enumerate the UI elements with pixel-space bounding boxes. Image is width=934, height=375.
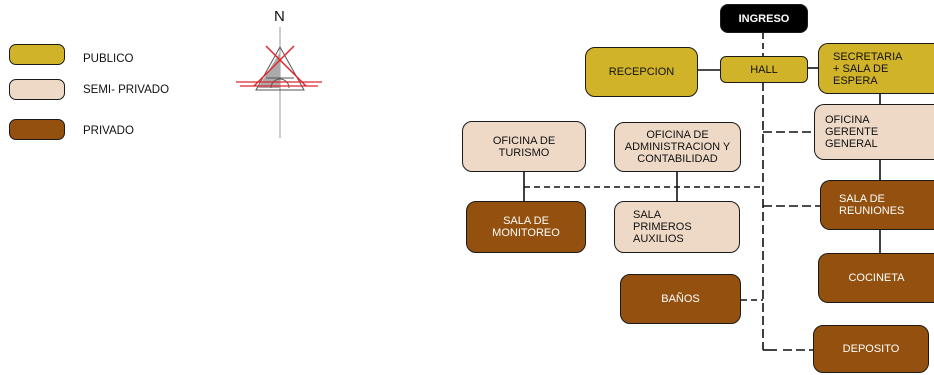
legend-label-privado: PRIVADO <box>83 125 134 137</box>
legend-swatch-semi-privado <box>9 79 65 100</box>
node-hall: HALL <box>720 56 808 83</box>
node-oficina-turismo: OFICINA DE TURISMO <box>462 121 586 172</box>
legend-label-semi-privado: SEMI- PRIVADO <box>83 84 170 96</box>
node-oficina-administracion: OFICINA DE ADMINISTRACION Y CONTABILIDAD <box>614 122 741 172</box>
node-banos: BAÑOS <box>620 274 741 324</box>
legend-label-publico: PUBLICO <box>83 53 134 65</box>
node-sala-monitoreo: SALA DE MONITOREO <box>466 201 586 253</box>
legend-swatch-privado <box>9 119 65 140</box>
node-deposito: DEPOSITO <box>813 325 929 373</box>
node-sala-reuniones: SALA DE REUNIONES <box>820 180 934 230</box>
node-cocineta: COCINETA <box>818 253 934 303</box>
node-recepcion: RECEPCION <box>585 47 698 97</box>
node-oficina-gerente: OFICINA GERENTE GENERAL <box>814 104 934 160</box>
north-label: N <box>274 8 285 25</box>
node-sala-primeros-auxilios: SALA PRIMEROS AUXILIOS <box>614 201 740 253</box>
node-secretaria: SECRETARIA + SALA DE ESPERA <box>818 43 934 94</box>
node-ingreso: INGRESO <box>720 4 808 33</box>
legend-swatch-publico <box>9 44 65 65</box>
